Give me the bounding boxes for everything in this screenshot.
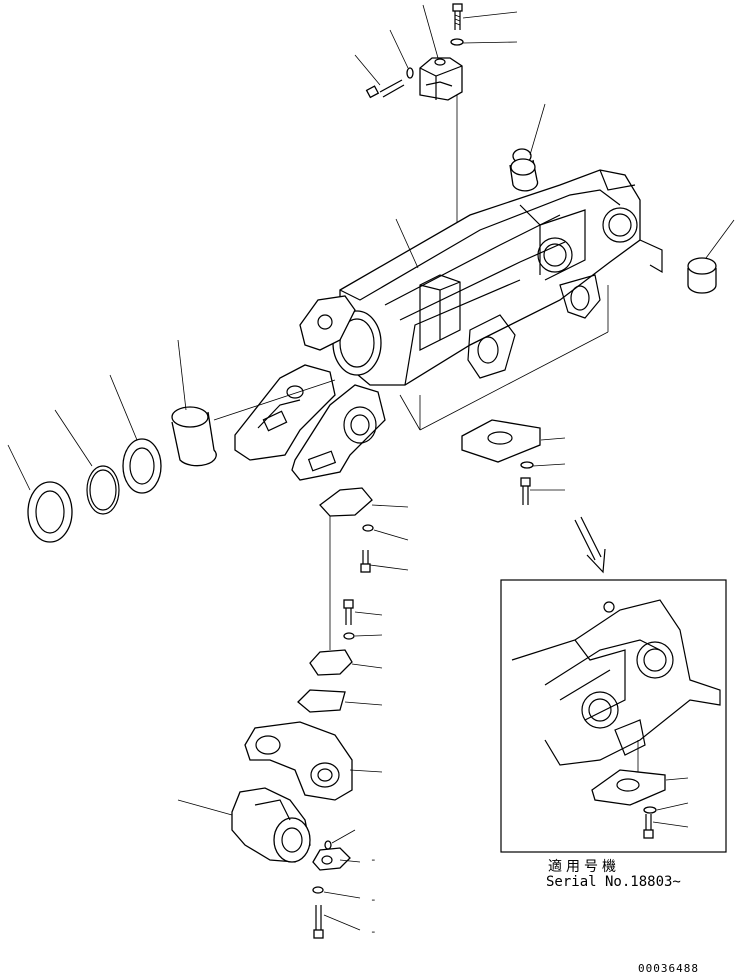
detail-box — [500, 579, 727, 853]
leader-dash-label: - — [370, 853, 377, 866]
bushing-right — [687, 257, 717, 294]
washer-1 — [362, 524, 374, 532]
bracket-block — [419, 57, 463, 101]
detail-bolt — [643, 814, 654, 839]
cover-2 — [309, 649, 353, 676]
detail-frame — [511, 599, 721, 766]
equalizer-arm-right — [291, 384, 386, 481]
truck-frame — [339, 169, 663, 386]
washer-2 — [343, 632, 355, 640]
roller-bracket — [244, 721, 353, 801]
bushing-upper — [509, 148, 539, 192]
washer-right — [520, 461, 534, 469]
detail-cover-plate — [591, 769, 666, 806]
snap-ring — [86, 465, 120, 515]
small-bracket — [312, 847, 351, 871]
track-roller — [231, 787, 311, 863]
side-washer — [406, 67, 414, 79]
bolt-2 — [343, 599, 354, 625]
gasket-2 — [297, 689, 346, 713]
applicable-machines-caption: 適用号機 — [548, 859, 620, 875]
cover-plate-1 — [319, 487, 373, 517]
front-bracket — [299, 295, 356, 351]
top-washer — [450, 38, 464, 46]
bolt-1 — [360, 550, 371, 573]
serial-range-caption: Serial No.18803~ — [546, 874, 681, 890]
seal-inner — [122, 438, 162, 494]
drawing-number: 00036488 — [638, 962, 699, 975]
arrow-down-left-icon — [574, 516, 606, 574]
small-pin — [324, 840, 332, 850]
bolt-3 — [313, 905, 324, 939]
equalizer-arm-left — [234, 364, 336, 461]
side-bolt — [365, 79, 405, 99]
bolt-right — [520, 477, 531, 505]
cover-plate-right — [461, 419, 541, 463]
seal-outer — [27, 481, 73, 543]
bushing-left — [171, 406, 217, 467]
washer-3 — [312, 886, 324, 894]
detail-washer — [643, 806, 657, 814]
top-bolt — [452, 3, 463, 30]
leader-dash-label: - — [370, 893, 377, 906]
leader-dash-label: - — [370, 925, 377, 938]
